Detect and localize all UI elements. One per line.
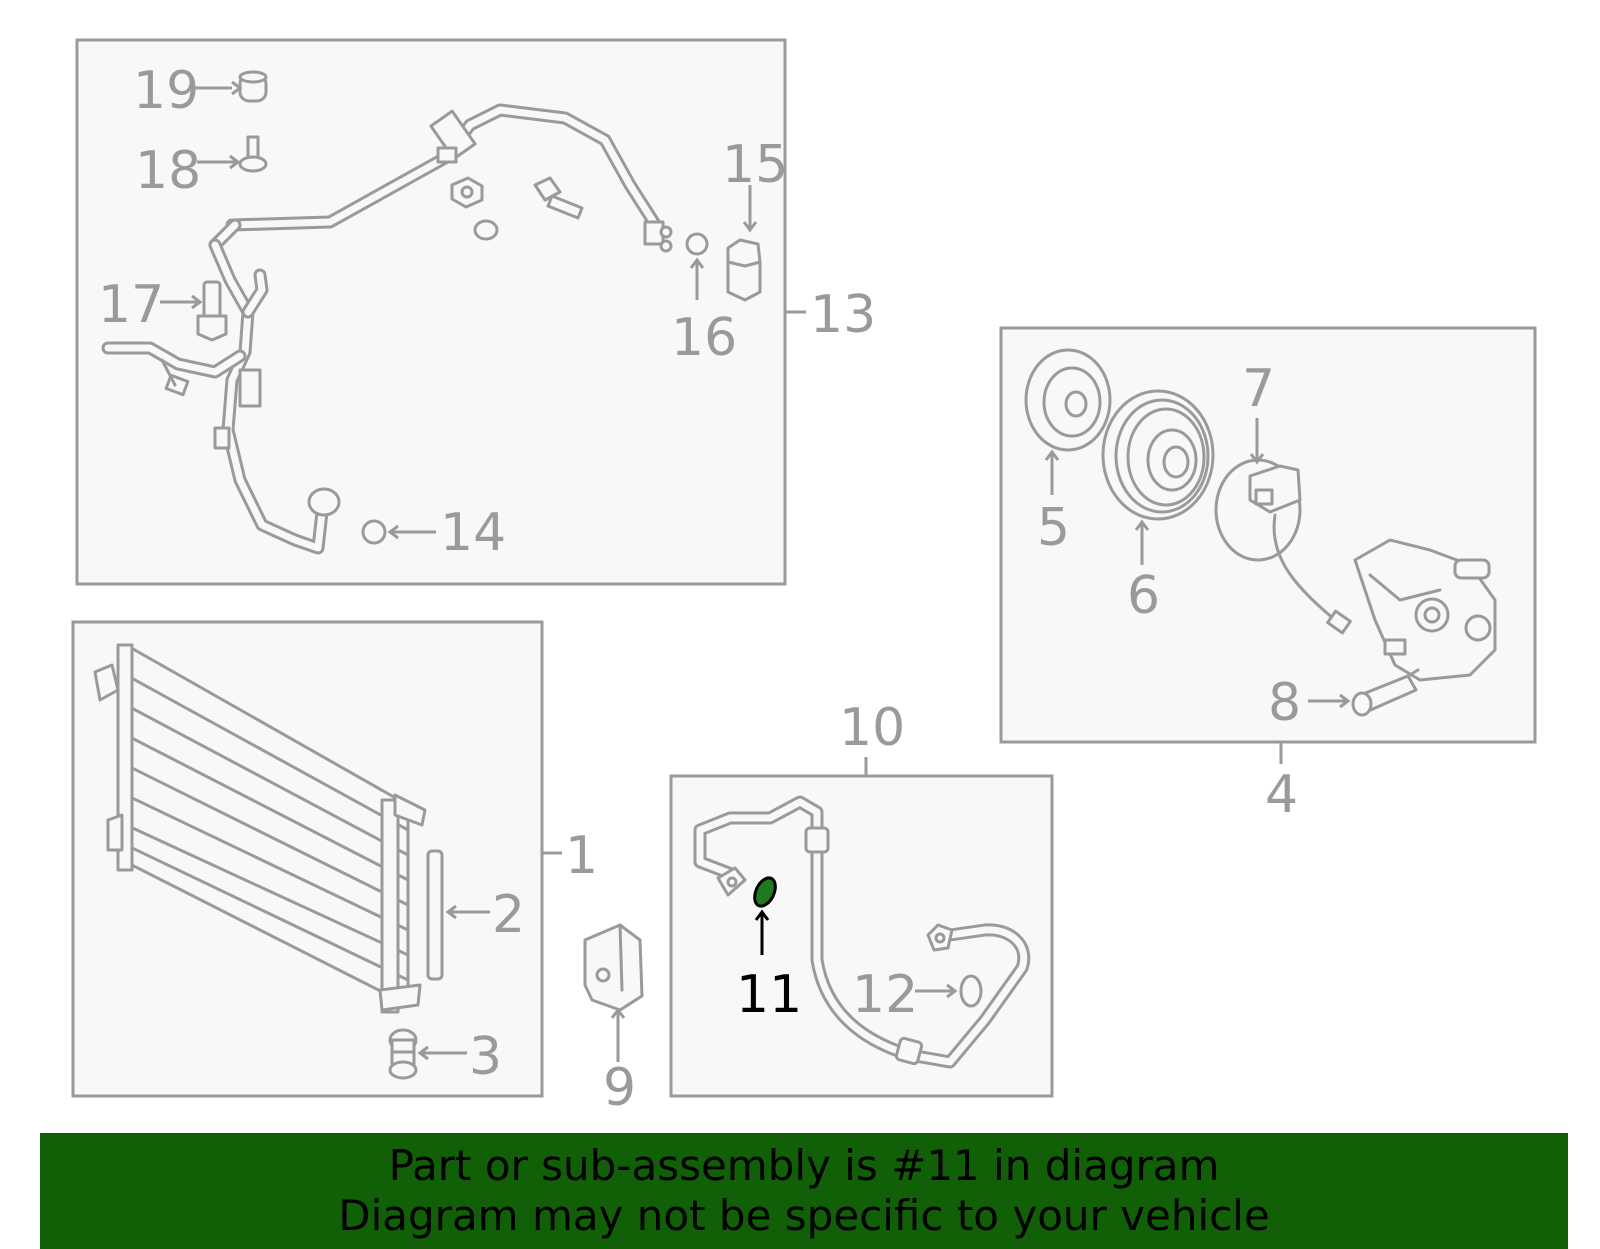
part-11-o-ring-highlighted[interactable] bbox=[751, 875, 780, 910]
flange-bolt bbox=[533, 176, 562, 202]
callout-10[interactable]: 10 bbox=[839, 698, 905, 758]
callout-18[interactable]: 18 bbox=[135, 141, 201, 201]
callout-17[interactable]: 17 bbox=[98, 275, 164, 335]
part-5-clutch-hub[interactable] bbox=[1024, 348, 1112, 452]
callout-5[interactable]: 5 bbox=[1037, 498, 1070, 558]
banner-line-disclaimer: Diagram may not be specific to your vehi… bbox=[338, 1191, 1270, 1240]
part-7-field-coil[interactable] bbox=[1214, 458, 1352, 635]
condenser-group: 2 3 1 bbox=[71, 620, 598, 1098]
part-2-receiver-drier[interactable] bbox=[426, 849, 444, 981]
callout-11-highlighted[interactable]: 11 bbox=[736, 965, 802, 1025]
o-ring-upper bbox=[473, 219, 499, 241]
banner-line-part: Part or sub-assembly is #11 in diagram bbox=[388, 1141, 1220, 1190]
callout-16[interactable]: 16 bbox=[671, 308, 737, 368]
lower-hose-fitting bbox=[307, 487, 341, 517]
callout-3[interactable]: 3 bbox=[469, 1027, 502, 1087]
part-8-relief-valve[interactable] bbox=[1351, 668, 1420, 717]
callout-15[interactable]: 15 bbox=[722, 135, 788, 195]
callout-2[interactable]: 2 bbox=[492, 885, 525, 945]
part-6-pulley[interactable] bbox=[1101, 389, 1215, 521]
callout-13[interactable]: 13 bbox=[810, 285, 876, 345]
callout-7[interactable]: 7 bbox=[1242, 359, 1275, 419]
callout-19[interactable]: 19 bbox=[133, 61, 199, 121]
part-16-o-ring[interactable] bbox=[685, 232, 709, 256]
compressor-group: 5 6 7 8 4 bbox=[999, 326, 1537, 825]
part-12-o-ring[interactable] bbox=[959, 974, 983, 1008]
condenser-core[interactable] bbox=[93, 643, 427, 1014]
part-17-bolt[interactable] bbox=[196, 280, 228, 342]
callout-4[interactable]: 4 bbox=[1265, 765, 1298, 825]
info-banner: Part or sub-assembly is #11 in diagram D… bbox=[40, 1133, 1568, 1249]
part-18-bolt[interactable] bbox=[238, 135, 268, 173]
part-14-o-ring[interactable] bbox=[361, 519, 387, 545]
part-9-bracket[interactable] bbox=[583, 923, 644, 1012]
callout-12[interactable]: 12 bbox=[852, 965, 918, 1025]
lower-hose-bracket bbox=[238, 368, 262, 408]
part-3-mount-bushing[interactable] bbox=[388, 1028, 418, 1080]
part-15-pressure-switch[interactable] bbox=[726, 238, 762, 302]
callout-1[interactable]: 1 bbox=[565, 826, 598, 886]
upper-hose-clamp bbox=[429, 109, 477, 161]
callout-14[interactable]: 14 bbox=[440, 503, 506, 563]
compressor-body[interactable] bbox=[1353, 538, 1497, 682]
part-19-cap[interactable] bbox=[238, 70, 268, 103]
line-assembly-box bbox=[75, 38, 787, 586]
condenser-right-tank bbox=[380, 798, 400, 1014]
callout-6[interactable]: 6 bbox=[1127, 566, 1160, 626]
callout-9[interactable]: 9 bbox=[603, 1058, 636, 1118]
line-assembly-group: 19 18 17 15 16 14 13 bbox=[75, 38, 876, 586]
callout-8[interactable]: 8 bbox=[1268, 673, 1301, 733]
liquid-line-group: 11 12 10 bbox=[669, 698, 1054, 1098]
